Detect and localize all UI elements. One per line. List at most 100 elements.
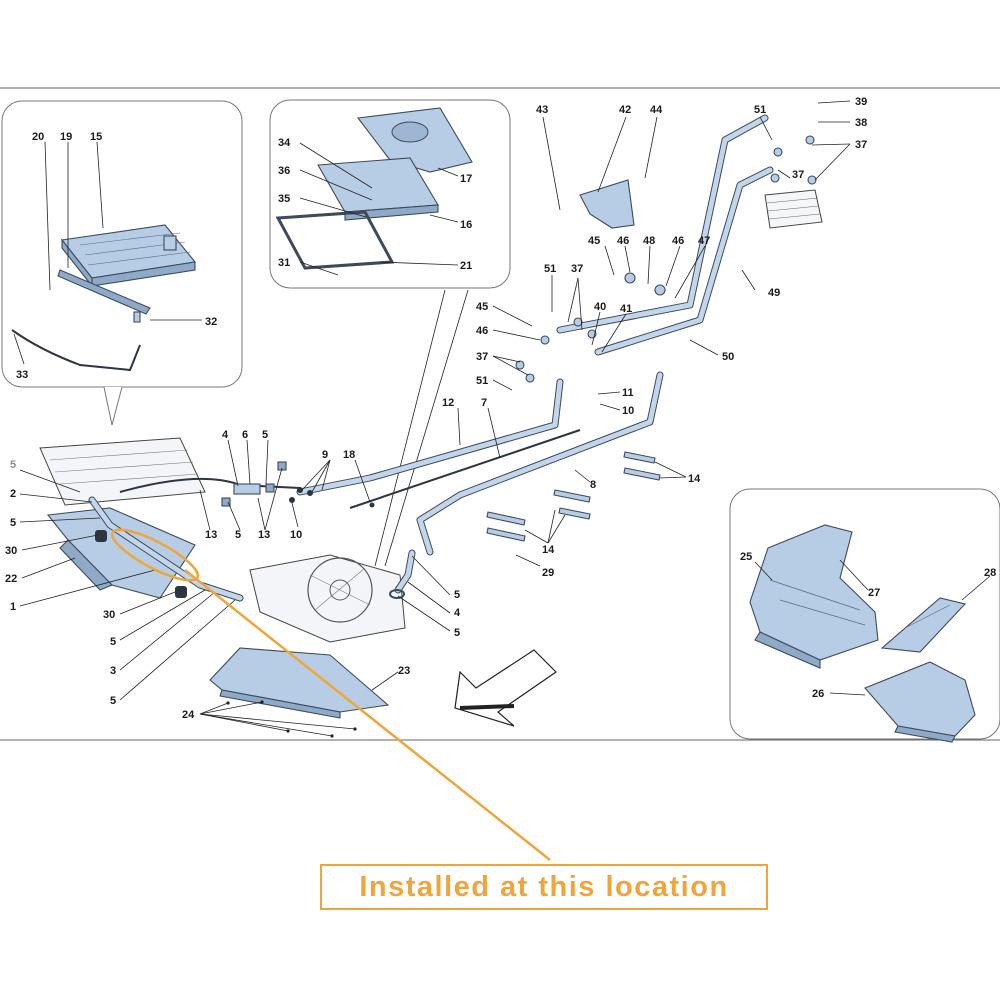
label-18: 18 [343,449,355,461]
label-30a: 30 [5,545,17,557]
condenser-frame [275,210,395,270]
label-36: 36 [278,165,290,177]
label-10a: 10 [622,405,634,417]
label-4a: 4 [222,429,229,441]
label-51c: 51 [476,375,488,387]
label-14b: 14 [542,544,555,556]
label-17: 17 [460,173,472,185]
label-5g: 5 [454,589,460,601]
label-32: 32 [205,316,217,328]
brackets-14 [486,451,661,542]
duct-assembly-25-27 [749,524,879,669]
label-50: 50 [722,351,734,363]
callout-text: Installed at this location [359,870,729,903]
label-30b: 30 [103,609,115,621]
pipe-7 [349,429,581,509]
label-29: 29 [542,567,554,579]
label-37c: 37 [571,263,583,275]
label-21: 21 [460,260,472,272]
left-duct-22 [46,507,196,599]
small-bolts-9-10 [289,487,375,508]
label-48: 48 [643,235,655,247]
label-51a: 51 [754,104,766,116]
mount-bracket [579,179,635,229]
label-37d: 37 [476,351,488,363]
label-35: 35 [278,193,290,205]
label-5e: 5 [262,429,268,441]
inset-right-frame [729,488,1000,740]
label-8: 8 [590,479,596,491]
label-33: 33 [16,369,28,381]
label-2: 2 [10,488,16,500]
radiator-bracket [57,269,151,323]
oil-cooler [764,189,823,229]
label-1: 1 [10,601,16,613]
label-10b: 10 [290,529,302,541]
label-13a: 13 [205,529,217,541]
inset-left-pointer [103,386,123,426]
label-45a: 45 [588,235,600,247]
duct-26 [864,661,976,743]
label-5a: 5 [10,459,16,471]
highlight-ellipse [110,528,200,582]
label-12: 12 [442,397,454,409]
inset-center-frame [269,99,511,289]
label-7: 7 [481,397,487,409]
label-6: 6 [242,429,248,441]
label-13b: 13 [258,529,270,541]
label-39: 39 [855,96,867,108]
label-24: 24 [182,709,195,721]
label-5b: 5 [10,517,16,529]
label-5h: 5 [454,627,460,639]
clamps-30 [95,530,187,598]
label-14a: 14 [688,473,701,485]
direction-arrow-icon [454,649,557,727]
label-42: 42 [619,104,631,116]
fittings [515,135,817,383]
condenser [317,157,439,221]
label-46c: 46 [476,325,488,337]
hoses-4-5-6 [221,461,287,507]
label-41: 41 [620,303,632,315]
label-11: 11 [622,387,634,399]
label-19: 19 [60,131,72,143]
label-22: 22 [5,573,17,585]
duct-28 [880,597,967,653]
label-51b: 51 [544,263,556,275]
label-15: 15 [90,131,102,143]
label-4b: 4 [454,607,461,619]
label-34: 34 [278,137,291,149]
label-25: 25 [740,551,752,563]
label-31: 31 [278,257,290,269]
label-43: 43 [536,104,548,116]
label-5f: 5 [235,529,241,541]
label-44: 44 [650,104,663,116]
callout-leader [184,569,551,861]
label-40: 40 [594,301,606,313]
label-9: 9 [322,449,328,461]
label-20: 20 [32,131,44,143]
label-45b: 45 [476,301,488,313]
callout-box: Installed at this location [320,864,768,910]
label-28: 28 [984,567,996,579]
label-37a: 37 [855,139,867,151]
label-27: 27 [868,587,880,599]
label-49: 49 [768,287,780,299]
label-47: 47 [698,235,710,247]
radiator-assembly [60,224,197,288]
hose-elbows-center [389,549,416,599]
label-46a: 46 [617,235,629,247]
main-fan-unit [249,554,406,643]
main-radiator [39,437,206,506]
fan-shroud [356,107,473,173]
radiator-pipe [11,329,141,372]
label-46b: 46 [672,235,684,247]
under-tray-23 [209,647,390,719]
label-37b: 37 [792,169,804,181]
label-5c: 5 [110,636,116,648]
label-26: 26 [812,688,824,700]
label-5d: 5 [110,695,116,707]
label-38: 38 [855,117,867,129]
pipe-50 [556,114,769,334]
